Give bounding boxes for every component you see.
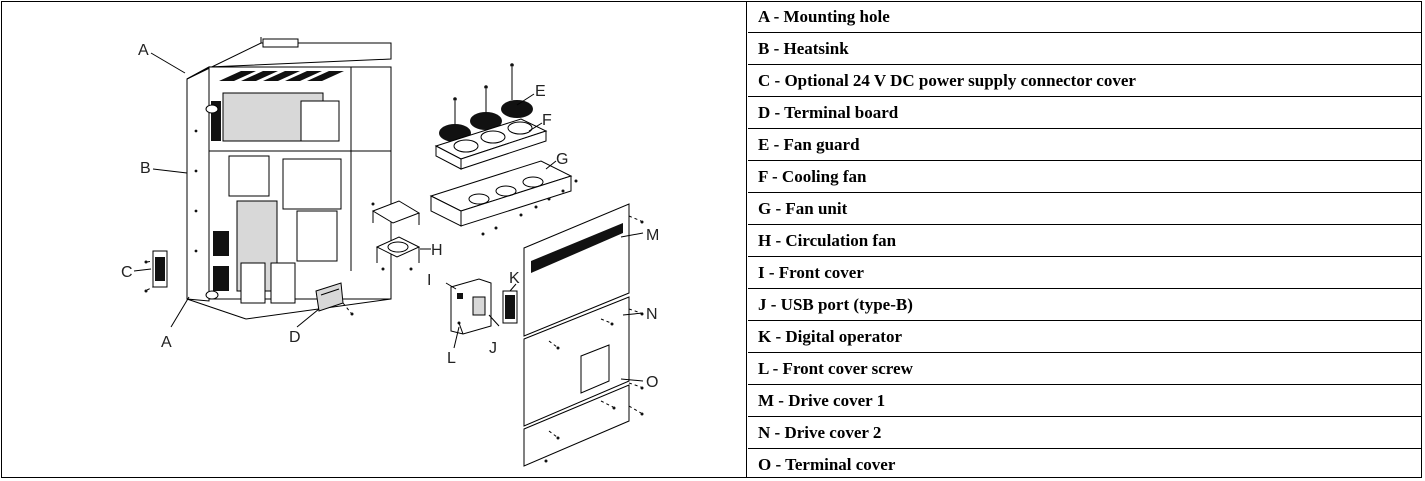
legend-item: J - USB port (type-B) <box>748 289 1422 321</box>
heatsink-side <box>186 66 210 302</box>
callout-h: H <box>431 242 443 259</box>
legend-item: O - Terminal cover <box>758 455 896 474</box>
mounting-hole-top <box>205 104 219 114</box>
exploded-view-figure: A B C A D E F G H I K J L M N O <box>1 1 747 478</box>
callout-g: G <box>556 151 568 168</box>
callout-labels: A B C A D E F G H I K J L M N O <box>121 42 659 391</box>
callout-c: C <box>121 264 133 281</box>
callout-o: O <box>646 374 658 391</box>
legend-item: K - Digital operator <box>748 321 1422 353</box>
legend-item: H - Circulation fan <box>748 225 1422 257</box>
drive-cover-2 <box>523 296 630 427</box>
callout-b: B <box>140 160 151 177</box>
legend-item: M - Drive cover 1 <box>748 385 1422 417</box>
digital-operator <box>502 290 518 324</box>
legend-item: N - Drive cover 2 <box>748 417 1422 449</box>
legend-item: D - Terminal board <box>748 97 1422 129</box>
terminal-board <box>315 282 354 316</box>
legend-item: G - Fan unit <box>748 193 1422 225</box>
connector-cover-24vdc <box>144 250 168 293</box>
callout-k: K <box>509 270 520 287</box>
callout-l: L <box>447 350 456 367</box>
callout-i: I <box>427 272 431 289</box>
legend-item: A - Mounting hole <box>748 1 1422 33</box>
callout-m: M <box>646 227 659 244</box>
legend-item: B - Heatsink <box>748 33 1422 65</box>
callout-f: F <box>542 112 552 129</box>
fan-guards <box>439 63 533 142</box>
legend-item: I - Front cover <box>748 257 1422 289</box>
legend-item: F - Cooling fan <box>748 161 1422 193</box>
callout-n: N <box>646 306 658 323</box>
callout-j: J <box>489 340 497 357</box>
drive-covers <box>523 203 644 467</box>
leader-lines <box>133 52 644 382</box>
legend-item: E - Fan guard <box>748 129 1422 161</box>
fan-unit <box>429 160 578 236</box>
front-cover <box>450 278 492 335</box>
mounting-hole-bottom <box>205 290 219 300</box>
top-frame <box>186 42 392 80</box>
terminal-cover-panel <box>523 384 630 467</box>
callout-a-top: A <box>138 42 149 59</box>
callout-a-bottom: A <box>161 334 172 351</box>
cooling-fan <box>434 118 548 170</box>
drive-exploded-diagram: A B C A D E F G H I K J L M N O <box>121 37 659 467</box>
callout-d: D <box>289 329 301 346</box>
legend-table: A - Mounting hole B - Heatsink C - Optio… <box>748 1 1422 478</box>
legend-item: C - Optional 24 V DC power supply connec… <box>748 65 1422 97</box>
drive-body <box>186 37 392 320</box>
legend-item: L - Front cover screw <box>748 353 1422 385</box>
callout-e: E <box>535 83 546 100</box>
circulation-fan <box>371 200 421 271</box>
